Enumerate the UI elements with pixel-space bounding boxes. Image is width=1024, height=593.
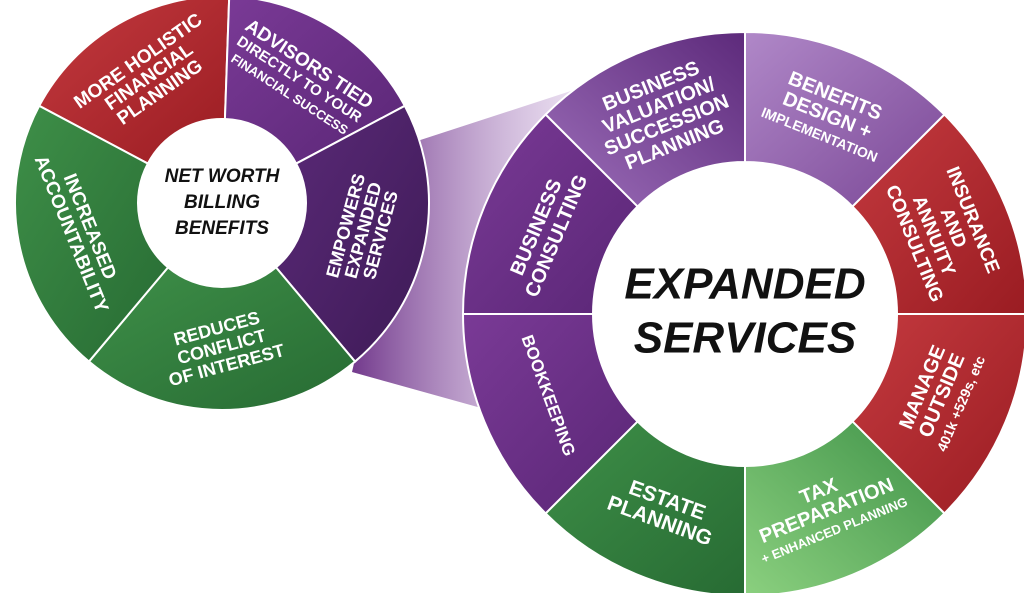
right-wheel: BUSINESSVALUATION/SUCCESSIONPLANNINGBENE… [461,30,1024,593]
segment-empowers [274,104,430,363]
segment-tax [744,420,946,593]
segment-accountability [14,104,170,363]
wheel-center [594,163,896,465]
segment-conflict [87,265,357,411]
center-title-line: EXPANDED [624,260,865,309]
center-title-line: BENEFITS [175,218,269,239]
center-title-line: BILLING [184,192,260,213]
segment-holistic [37,0,231,165]
center-title-line: NET WORTH [165,166,281,187]
center-title-line: SERVICES [634,314,857,363]
segment-consulting [461,113,639,315]
segment-advisors [223,0,407,165]
wheel-center [139,120,305,286]
segment-insurance [851,113,1024,315]
